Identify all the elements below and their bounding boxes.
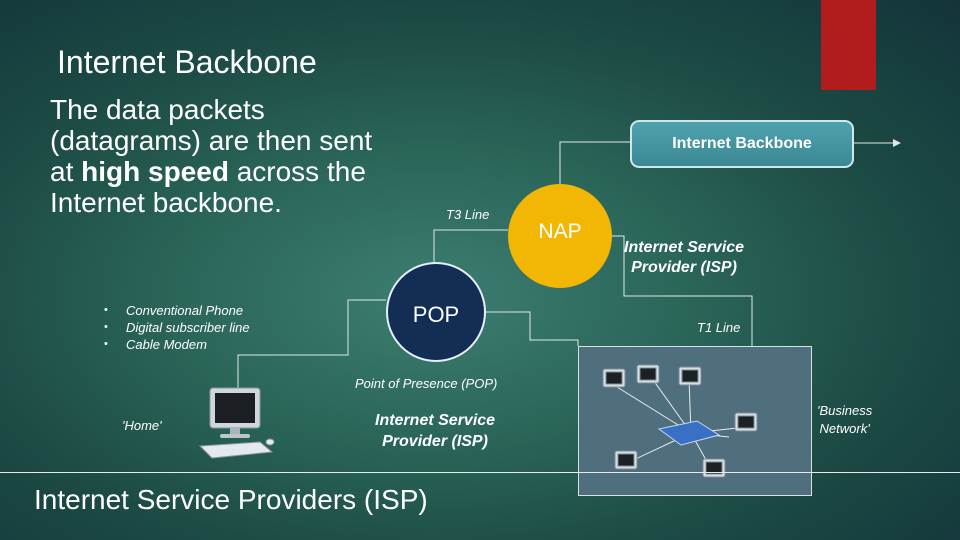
isp-label-right-line2: Provider (ISP) [631,259,737,276]
pop-circle: POP [386,262,486,362]
accent-bar [821,0,876,90]
arrowhead-icon [893,139,901,147]
intro-text: The data packets (datagrams) are then se… [50,94,400,218]
t1-line-label: T1 Line [697,320,741,335]
home-to-pop-line [237,299,386,388]
hub-icon [657,420,721,446]
business-network-label-line1: 'Business [817,403,873,418]
isp-label-bottom-line2: Provider (ISP) [382,433,488,450]
business-network-diagram [578,346,812,496]
home-computer-icon [198,387,275,459]
list-item: Cable Modem [104,336,250,353]
pop-label: POP [412,302,460,327]
business-network-label: 'Business Network' [817,402,872,438]
workstation-icons [602,364,758,478]
slide-title: Internet Backbone [57,44,317,80]
business-network-label-line2: Network' [819,421,870,436]
intro-text-part1: The data packets (datagrams) are then se… [50,94,373,187]
home-label: 'Home' [122,418,162,433]
isp-label-right-line1: Internet Service [624,239,745,256]
connection-types-list: Conventional Phone Digital subscriber li… [104,302,250,353]
pop-caption: Point of Presence (POP) [355,376,498,391]
nap-to-business-line [612,235,753,346]
nap-label: NAP [538,220,582,243]
intro-text-part2: across the Internet backbone. [50,156,366,218]
t3-line-label: T3 Line [446,207,490,222]
nap-circle: NAP [508,184,612,288]
footer-title: Internet Service Providers (ISP) [34,484,428,515]
internet-backbone-box: Internet Backbone [630,120,854,168]
list-item: Conventional Phone [104,302,250,319]
nap-to-backbone-line [559,141,630,184]
pop-to-business-line [486,311,579,346]
pop-to-nap-line [433,229,508,262]
isp-label-right: Internet Service Provider (ISP) [624,238,744,278]
list-item: Digital subscriber line [104,319,250,336]
isp-label-bottom: Internet Service Provider (ISP) [375,410,495,452]
isp-label-bottom-line1: Internet Service [375,412,496,429]
footer-divider [0,472,960,473]
intro-text-bold: high speed [81,156,229,187]
